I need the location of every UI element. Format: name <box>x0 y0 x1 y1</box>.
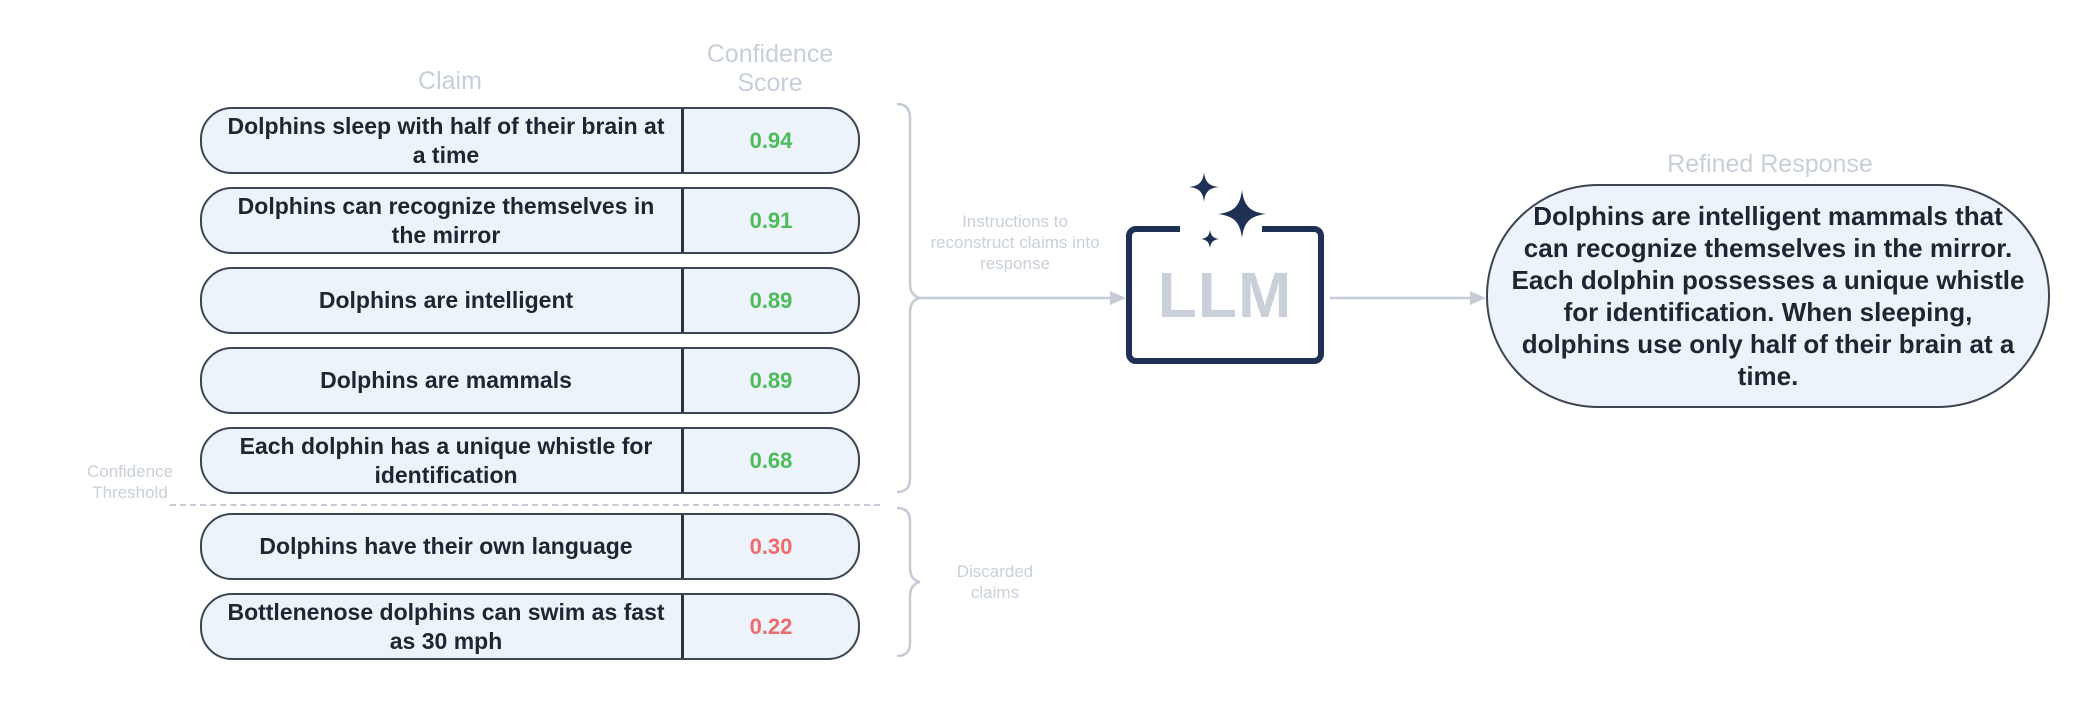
claim-text: Dolphins can recognize themselves in the… <box>237 192 655 248</box>
claim-row: Dolphins can recognize themselves in the… <box>200 187 860 254</box>
confidence-threshold-line <box>170 504 880 506</box>
claim-row: Dolphins have their own language 0.30 <box>200 513 860 580</box>
claim-divider <box>681 189 684 252</box>
llm-label: LLM <box>1157 259 1293 331</box>
arrow-to-llm-head <box>1110 291 1126 305</box>
arrow-to-response-head <box>1470 291 1486 305</box>
confidence-threshold-label: Confidence Threshold <box>86 462 173 502</box>
refined-response-box: Dolphins are intelligent mammals that ca… <box>1486 184 2050 408</box>
claim-row: Dolphins are mammals 0.89 <box>200 347 860 414</box>
discarded-claims-label: Discarded claims <box>956 562 1034 602</box>
claim-divider <box>681 109 684 172</box>
confidence-score-column-header: Confidence Score <box>706 40 834 97</box>
confidence-score: 0.91 <box>749 207 793 233</box>
claim-text: Dolphins have their own language <box>259 533 633 559</box>
confidence-score: 0.22 <box>749 613 793 639</box>
discarded-claims-brace <box>896 506 921 658</box>
kept-claims-brace <box>896 102 921 494</box>
confidence-score: 0.68 <box>749 447 793 473</box>
instructions-label: Instructions to reconstruct claims into … <box>930 212 1100 273</box>
claim-divider <box>681 429 684 492</box>
refined-response-header: Refined Response <box>1667 150 1873 178</box>
refined-response-text: Dolphins are intelligent mammals that ca… <box>1511 201 2025 391</box>
claim-column-header: Claim <box>418 67 482 95</box>
claim-text: Dolphins are mammals <box>320 367 572 393</box>
claim-row: Dolphins sleep with half of their brain … <box>200 107 860 174</box>
claim-row: Dolphins are intelligent 0.89 <box>200 267 860 334</box>
claim-text: Dolphins are intelligent <box>318 287 574 313</box>
claim-text: Dolphins sleep with half of their brain … <box>227 112 665 168</box>
confidence-score: 0.89 <box>749 367 793 393</box>
confidence-score: 0.94 <box>749 127 793 153</box>
claim-divider <box>681 515 684 578</box>
confidence-score: 0.30 <box>749 533 793 559</box>
claim-text: Bottlenenose dolphins can swim as fast a… <box>227 598 665 654</box>
sparkles-icon <box>1189 172 1266 248</box>
claim-divider <box>681 595 684 658</box>
claim-row: Bottlenenose dolphins can swim as fast a… <box>200 593 860 660</box>
claim-text: Each dolphin has a unique whistle for id… <box>239 432 653 488</box>
claim-row: Each dolphin has a unique whistle for id… <box>200 427 860 494</box>
confidence-score: 0.89 <box>749 287 793 313</box>
claim-divider <box>681 349 684 412</box>
claim-divider <box>681 269 684 332</box>
